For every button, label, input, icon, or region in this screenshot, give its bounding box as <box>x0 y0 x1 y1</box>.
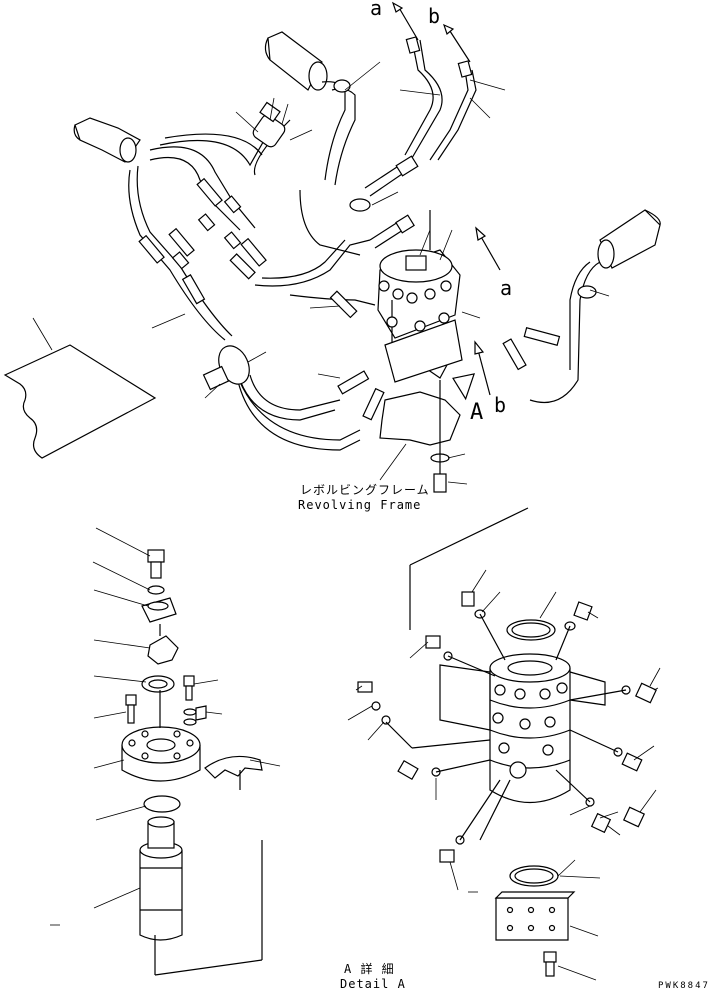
revolving-frame-label-jp: レボルビングフレーム <box>300 483 430 497</box>
revolving-frame-plate <box>379 391 461 446</box>
detail-a-fittings <box>357 591 658 863</box>
left-cylinder-pipe <box>73 117 141 163</box>
cover-panel <box>3 344 157 459</box>
arrow-label-b-mid: b <box>494 393 507 417</box>
right-cylinder-pipe <box>529 209 661 404</box>
arrow-label-a-mid: a <box>500 276 513 300</box>
detail-a-label-en: Detail A <box>340 977 406 991</box>
top-cylinder-pipe <box>264 31 356 186</box>
drawing-code: PWK8847 <box>658 981 710 991</box>
hose-routing-assembly <box>3 1 661 493</box>
detail-a-assembly <box>357 507 658 977</box>
detail-marker-a: A <box>470 400 484 425</box>
swivel-joint-assembly <box>377 210 476 440</box>
arrow-label-a-top: a <box>370 0 383 20</box>
hose-clamps <box>202 101 371 391</box>
leader-lines-right <box>347 569 661 981</box>
hose-fittings <box>138 177 561 421</box>
revolving-frame-label-en: Revolving Frame <box>298 498 422 512</box>
swivel-exploded-left <box>121 549 263 976</box>
leader-lines-left <box>50 527 281 926</box>
arrow-label-b-top: b <box>428 4 441 28</box>
leader-lines-top <box>32 61 610 485</box>
detail-a-label-jp: A 詳 細 <box>344 962 395 976</box>
